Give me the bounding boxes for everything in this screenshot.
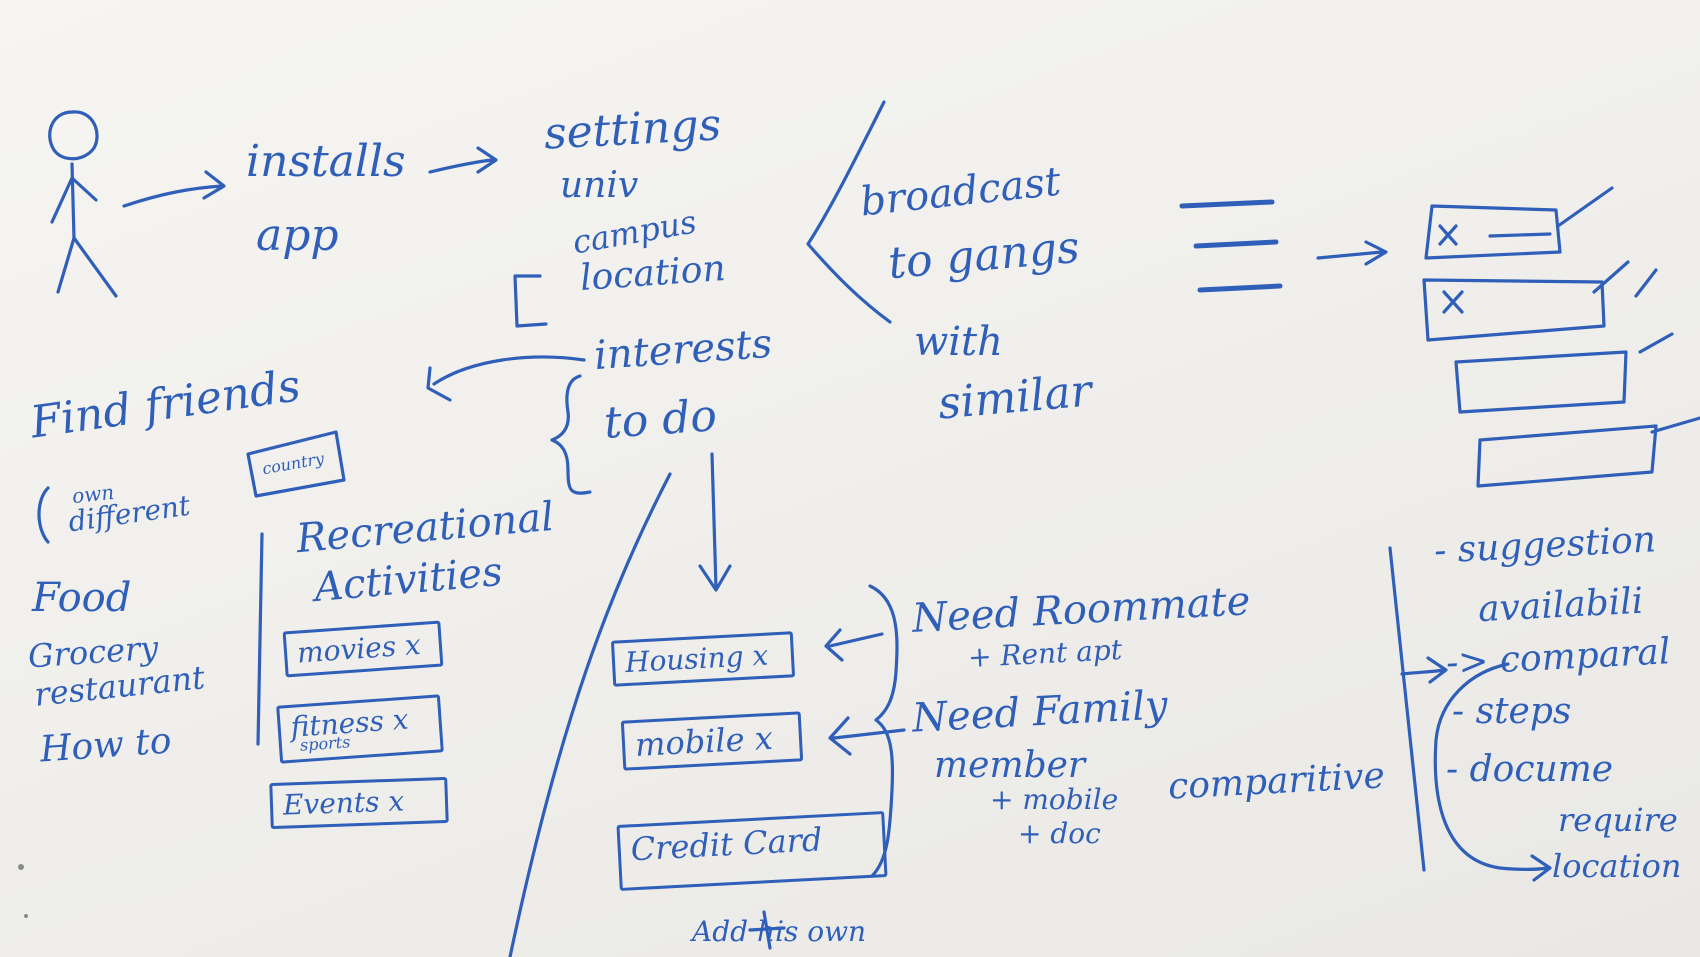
- needs-brace: [868, 584, 899, 878]
- stick-figure-icon: [48, 110, 118, 298]
- board-mark-small: [24, 914, 28, 918]
- arrow-to-mobile: [828, 716, 906, 756]
- board-mark: [18, 864, 24, 870]
- interests-text: interests: [592, 320, 774, 380]
- arrow-to-find-friends: [426, 355, 586, 402]
- arrow-to-housing: [824, 628, 884, 662]
- to-do-text: to do: [602, 390, 719, 449]
- rent-apt-text: + Rent apt: [967, 632, 1123, 675]
- how-to-text: How to: [38, 720, 173, 771]
- chip-events-label: Events x: [282, 784, 405, 822]
- chip-movies-label: movies x: [295, 628, 422, 670]
- divider-left: [256, 532, 264, 746]
- menu-icon: [1179, 199, 1283, 293]
- country-box: [246, 430, 346, 498]
- arrow-down-to-housing: [698, 452, 732, 592]
- settings-bracket: [513, 274, 548, 328]
- interests-brace: [550, 374, 592, 495]
- food-text: Food: [32, 575, 132, 621]
- similar-text: similar: [936, 365, 1094, 430]
- broadcast-bracket: [806, 100, 892, 324]
- chip-mobile-label: mobile x: [634, 718, 774, 765]
- chip-credit-card[interactable]: Credit Card: [616, 811, 888, 891]
- chip-credit-card-label: Credit Card: [629, 820, 824, 869]
- location-detail-text: location: [1552, 847, 1682, 885]
- documents-text: - docume: [1446, 749, 1614, 790]
- required-text: require: [1558, 801, 1678, 839]
- chip-mobile[interactable]: mobile x: [620, 711, 804, 771]
- member-text: member: [934, 745, 1086, 786]
- divider-right: [1388, 546, 1426, 872]
- arrow-to-list: [1316, 240, 1388, 266]
- arrow-to-comparative: [1400, 656, 1448, 684]
- list-sketch: [1422, 186, 1700, 488]
- app-text: app: [256, 210, 339, 261]
- availability-text: availabili: [1477, 580, 1645, 631]
- with-text: with: [914, 319, 1003, 365]
- friends-bracket: [37, 486, 50, 544]
- diagonal-stroke: [508, 472, 672, 957]
- location-text: location: [578, 247, 727, 300]
- chip-housing-label: Housing x: [624, 638, 770, 680]
- loop-to-location: [1433, 662, 1552, 882]
- add-plus: [748, 910, 786, 950]
- plus-doc-text: + doc: [1018, 817, 1101, 850]
- arrow-install-to-settings: [428, 146, 498, 174]
- arrow-figure-to-install: [122, 170, 226, 208]
- add-his-own-text: Add his own: [692, 915, 867, 948]
- plus-mobile-text: + mobile: [990, 783, 1119, 816]
- chip-events[interactable]: Events x: [269, 776, 449, 830]
- settings-text: settings: [542, 99, 723, 160]
- sports-text: sports: [299, 732, 351, 755]
- installs-text: installs: [246, 136, 406, 187]
- steps-text: - steps: [1452, 691, 1572, 732]
- chip-housing[interactable]: Housing x: [610, 631, 796, 687]
- univ-text: univ: [560, 165, 639, 206]
